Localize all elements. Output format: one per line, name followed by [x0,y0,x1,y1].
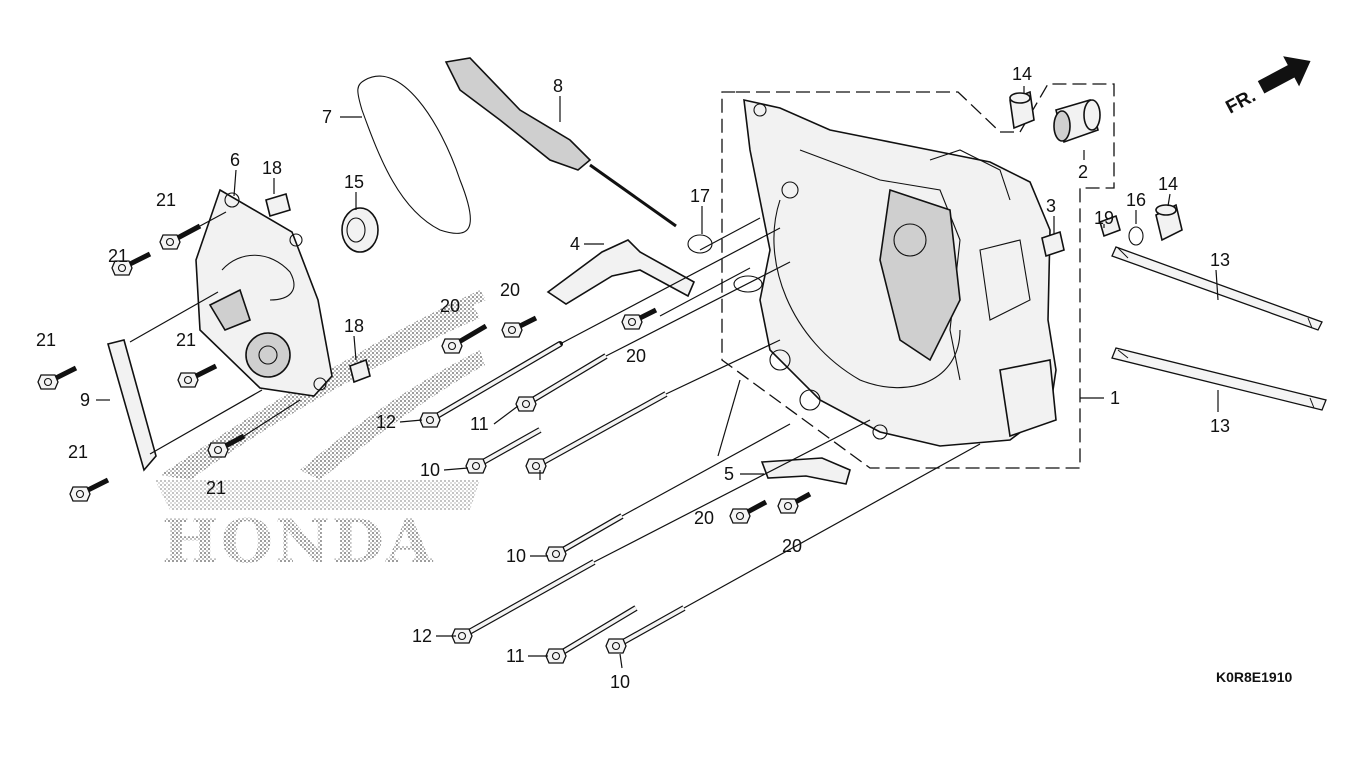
callout-20-a: 20 [440,296,460,316]
flange-bolt-part [545,605,638,664]
washer-part [1128,226,1144,246]
callout-10-middle: 10 [506,546,526,566]
callout-20-c: 20 [626,346,646,366]
plate-part [107,339,157,472]
callout-8: 8 [553,76,563,96]
callout-4: 4 [570,234,580,254]
dowel-pin-part [1155,203,1183,242]
roller-part [1053,99,1101,144]
callout-17: 17 [690,186,710,206]
callout-1: 1 [1110,388,1120,408]
callout-6: 6 [230,150,240,170]
stud-bolt-part [1111,347,1327,411]
callout-18-lower: 18 [344,316,364,336]
callout-leaders [96,86,1219,669]
callout-19: 19 [1094,208,1114,228]
callout-21-a: 21 [156,190,176,210]
short-bolt-part [207,433,246,458]
flange-bolt-part [419,341,563,428]
callout-13-upper: 13 [1210,250,1230,270]
honda-watermark-text: HONDA [162,507,434,577]
callout-16: 16 [1126,190,1146,210]
callout-20-d: 20 [694,508,714,528]
callout-7: 7 [322,107,332,127]
flange-bolt-part [451,559,596,644]
assembly-outline [721,83,1115,469]
callout-12-lower: 12 [412,626,432,646]
callout-10-lower: 10 [610,672,630,692]
bracket-part [546,239,696,305]
dowel-pin-part [1009,90,1035,130]
callout-12-upper: 12 [376,412,396,432]
front-direction-arrow: FR. [1222,56,1311,119]
callout-11-upper: 11 [470,414,489,434]
assembly-lines [129,211,981,609]
short-bolt-part [159,223,202,250]
dowel-small-part [1099,214,1121,238]
crankcase-part [733,98,1057,447]
flange-bolt-part [545,513,624,562]
callout-18-upper: 18 [262,158,282,178]
callout-21-d: 21 [176,330,196,350]
callout-21-c: 21 [36,330,56,350]
short-bolt-part [177,363,218,388]
front-label: FR. [1222,86,1259,119]
callout-21-f: 21 [68,442,88,462]
flange-bolt-part [515,353,608,412]
short-bolt-part [777,491,812,514]
callout-14-right: 14 [1158,174,1178,194]
gasket-part [357,75,471,234]
short-bolt-part [621,307,658,330]
flange-bolt-part [525,391,668,474]
callout-20-b: 20 [500,280,520,300]
short-bolt-part [37,365,78,390]
short-bolt-part [501,315,538,338]
callout-3: 3 [1046,196,1056,216]
diagram-code: K0R8E1910 [1216,669,1292,685]
callout-10-upper: 10 [420,460,440,480]
dowel-small-part [349,358,371,384]
dowel-small-part [265,192,291,218]
callout-14-upper: 14 [1012,64,1032,84]
o-ring-part [687,234,713,254]
bracket-part [760,457,851,485]
short-bolt-part [729,499,768,524]
short-bolt-part [111,251,152,276]
pump-cover-part [195,188,333,397]
short-bolt-part [441,323,488,354]
callout-11-lower: 11 [506,646,525,666]
short-bolt-part [69,477,110,502]
callout-21-b: 21 [108,246,128,266]
callout-21-e: 21 [206,478,226,498]
callout-9: 9 [80,390,90,410]
flange-bolt-part [465,427,542,474]
flange-bolt-part [605,605,686,654]
dipstick-part [444,57,677,228]
callout-13-lower: 13 [1210,416,1230,436]
oil-seal-part [341,207,379,253]
callout-15: 15 [344,172,364,192]
callout-2: 2 [1078,162,1088,182]
callout-5: 5 [724,464,734,484]
callout-20-e: 20 [782,536,802,556]
